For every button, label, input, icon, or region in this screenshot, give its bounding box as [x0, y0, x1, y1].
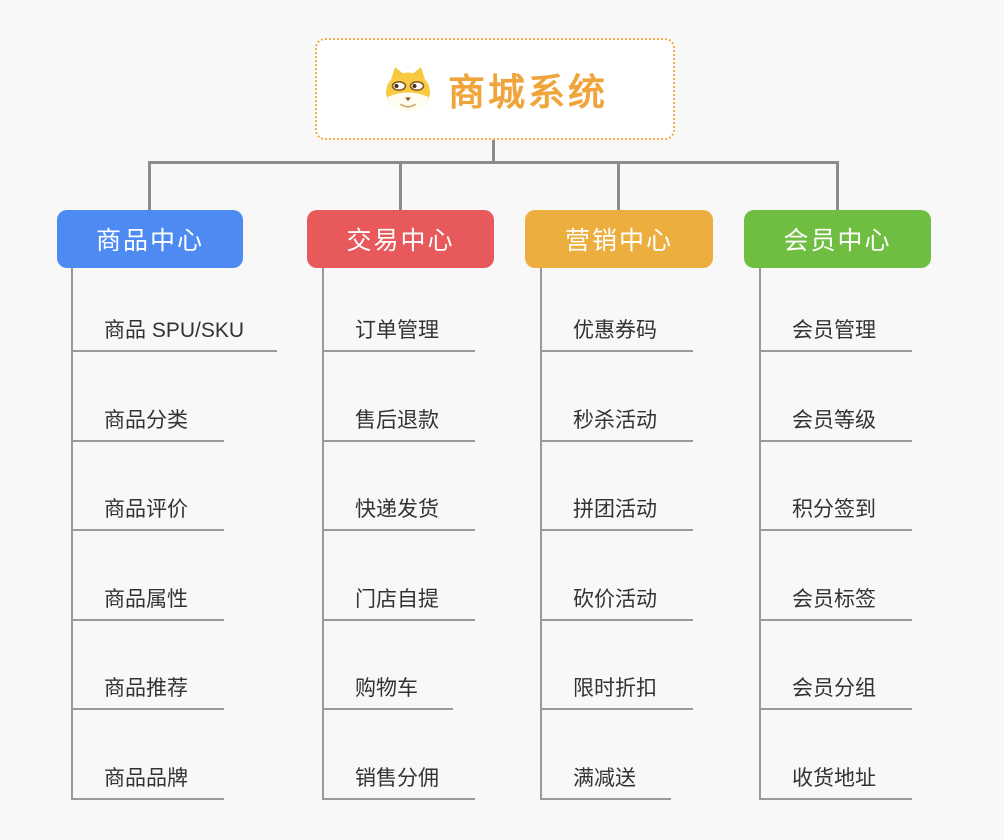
child-topic-label: 商品 SPU/SKU	[104, 319, 245, 342]
child-topic[interactable]: 销售分佣	[322, 754, 475, 800]
child-topic-label: 订单管理	[355, 319, 439, 342]
child-topic[interactable]: 会员管理	[759, 306, 912, 352]
child-topic[interactable]: 门店自提	[322, 575, 475, 621]
child-topic-label: 优惠券码	[573, 319, 657, 342]
child-topic[interactable]: 会员等级	[759, 396, 912, 442]
child-topic[interactable]: 商品推荐	[71, 664, 224, 710]
column-spine-2	[322, 268, 324, 800]
child-topic-label: 拼团活动	[573, 498, 657, 521]
child-topic-label: 快递发货	[355, 498, 439, 521]
branch-header-product-center[interactable]: 商品中心	[57, 210, 243, 268]
connector-drop-2	[399, 161, 402, 210]
child-topic-label: 满减送	[573, 767, 636, 790]
column-spine-3	[540, 268, 542, 800]
connector-drop-1	[148, 161, 151, 210]
child-topic[interactable]: 售后退款	[322, 396, 475, 442]
child-topic[interactable]: 会员标签	[759, 575, 912, 621]
child-topic[interactable]: 满减送	[540, 754, 671, 800]
child-topic[interactable]: 收货地址	[759, 754, 912, 800]
branch-label: 交易中心	[346, 227, 455, 255]
child-topic-label: 门店自提	[355, 588, 439, 611]
child-topic-label: 商品品牌	[104, 767, 188, 790]
child-topic-label: 会员分组	[792, 677, 876, 700]
child-topic-label: 销售分佣	[355, 767, 439, 790]
child-topic[interactable]: 商品分类	[71, 396, 224, 442]
connector-horizontal-bar	[148, 161, 839, 164]
child-topic[interactable]: 秒杀活动	[540, 396, 693, 442]
child-topic-label: 秒杀活动	[573, 409, 657, 432]
branch-header-trade-center[interactable]: 交易中心	[307, 210, 494, 268]
column-spine-4	[759, 268, 761, 800]
branch-label: 会员中心	[783, 227, 892, 255]
child-topic[interactable]: 拼团活动	[540, 485, 693, 531]
child-topic[interactable]: 商品属性	[71, 575, 224, 621]
child-topic[interactable]: 限时折扣	[540, 664, 693, 710]
branch-header-member-center[interactable]: 会员中心	[744, 210, 931, 268]
child-topic[interactable]: 快递发货	[322, 485, 475, 531]
child-topic-label: 限时折扣	[573, 677, 657, 700]
child-topic[interactable]: 优惠券码	[540, 306, 693, 352]
child-topic[interactable]: 会员分组	[759, 664, 912, 710]
child-topic-label: 商品评价	[104, 498, 188, 521]
branch-label: 商品中心	[95, 227, 204, 255]
branch-header-marketing-center[interactable]: 营销中心	[525, 210, 713, 268]
child-topic-label: 收货地址	[792, 767, 876, 790]
root-topic-label: 商城系统	[448, 72, 608, 113]
dog-face-icon	[382, 66, 434, 112]
child-topic-label: 砍价活动	[573, 588, 657, 611]
child-topic-label: 售后退款	[355, 409, 439, 432]
child-topic-label: 会员等级	[792, 409, 876, 432]
child-topic-label: 购物车	[355, 677, 418, 700]
child-topic-label: 会员管理	[792, 319, 876, 342]
child-topic[interactable]: 商品 SPU/SKU	[71, 306, 277, 352]
child-topic-label: 会员标签	[792, 588, 876, 611]
child-topic[interactable]: 积分签到	[759, 485, 912, 531]
child-topic-label: 商品推荐	[104, 677, 188, 700]
branch-label: 营销中心	[564, 227, 673, 255]
connector-drop-3	[617, 161, 620, 210]
child-topic[interactable]: 商品品牌	[71, 754, 224, 800]
connector-drop-4	[836, 161, 839, 210]
root-topic[interactable]: 商城系统	[315, 38, 675, 140]
child-topic[interactable]: 砍价活动	[540, 575, 693, 621]
child-topic[interactable]: 购物车	[322, 664, 453, 710]
column-spine-1	[71, 268, 73, 800]
child-topic-label: 商品分类	[104, 409, 188, 432]
child-topic-label: 商品属性	[104, 588, 188, 611]
connector-root-stem	[492, 138, 495, 163]
child-topic[interactable]: 商品评价	[71, 485, 224, 531]
child-topic[interactable]: 订单管理	[322, 306, 475, 352]
child-topic-label: 积分签到	[792, 498, 876, 521]
